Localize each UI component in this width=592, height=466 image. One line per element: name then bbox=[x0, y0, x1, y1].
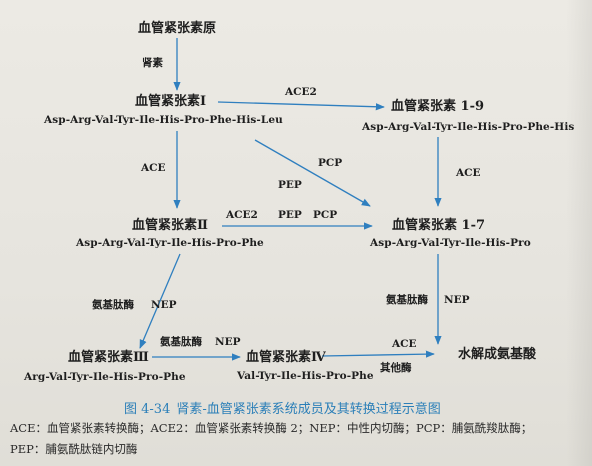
label-nep-bottom: NEP bbox=[444, 294, 470, 306]
node-ang1-7-sequence: Asp-Arg-Val-Tyr-Ile-His-Pro bbox=[370, 237, 531, 249]
legend-line-2: PEP：脯氨酰肽链内切酶 bbox=[10, 442, 138, 456]
node-amino-acids: 水解成氨基酸 bbox=[458, 347, 537, 362]
node-ang1-9-title: 血管紧张素 1-9 bbox=[391, 99, 485, 114]
node-ang3-title: 血管紧张素Ⅲ bbox=[68, 350, 149, 365]
arrow-ang1-to-ang1-9 bbox=[217, 101, 385, 111]
node-ang3-sequence: Arg-Val-Tyr-Ile-His-Pro-Phe bbox=[24, 371, 186, 383]
figure-number: 图 4-34 bbox=[124, 402, 171, 417]
node-ang1-9-sequence: Asp-Arg-Val-Tyr-Ile-His-Pro-Phe-His bbox=[362, 121, 575, 133]
label-renin: 肾素 bbox=[142, 57, 163, 69]
label-nep-right: NEP bbox=[215, 336, 241, 348]
label-ace2-top: ACE2 bbox=[285, 86, 317, 98]
node-ang1-7-title: 血管紧张素 1-7 bbox=[392, 218, 486, 233]
label-pep-mid: PEP bbox=[278, 209, 302, 221]
page-edge-shadow bbox=[566, 0, 592, 466]
figure-caption: 图 4-34 肾素-血管紧张素系统成员及其转换过程示意图 bbox=[124, 398, 441, 417]
label-pcp-mid: PCP bbox=[313, 209, 338, 221]
label-aminopeptidase-right: 氨基肽酶 bbox=[160, 336, 202, 348]
label-aminopeptidase-left: 氨基肽酶 bbox=[92, 299, 134, 311]
node-ang4-sequence: Val-Tyr-Ile-His-Pro-Phe bbox=[237, 370, 374, 382]
label-ace2-mid: ACE2 bbox=[226, 209, 258, 221]
label-aminopeptidase-bottom: 氨基肽酶 bbox=[386, 294, 428, 306]
figure-title: 肾素-血管紧张素系统成员及其转换过程示意图 bbox=[176, 402, 441, 417]
arrow-ang1-to-ang1-7 bbox=[254, 139, 371, 207]
label-pcp-diag: PCP bbox=[318, 157, 343, 169]
legend-line-1: ACE：血管紧张素转换酶；ACE2：血管紧张素转换酶 2；NEP：中性内切酶；P… bbox=[10, 421, 533, 435]
node-ang2-sequence: Asp-Arg-Val-Tyr-Ile-His-Pro-Phe bbox=[76, 237, 264, 249]
label-ace-right: ACE bbox=[456, 167, 481, 179]
label-ace-left: ACE bbox=[141, 162, 166, 174]
node-ang1-sequence: Asp-Arg-Val-Tyr-Ile-His-Pro-Phe-His-Leu bbox=[44, 114, 283, 126]
node-ang2-title: 血管紧张素Ⅱ bbox=[132, 218, 208, 233]
arrow-ang4-to-amino-acids bbox=[321, 350, 435, 358]
node-angiotensinogen: 血管紧张素原 bbox=[138, 21, 217, 36]
node-ang1-title: 血管紧张素Ⅰ bbox=[135, 94, 207, 109]
label-other-enzymes: 其他酶 bbox=[380, 362, 412, 374]
arrow-ang2-to-ang3 bbox=[139, 253, 181, 349]
node-ang4-title: 血管紧张素Ⅳ bbox=[246, 350, 326, 365]
label-nep-left: NEP bbox=[151, 299, 177, 311]
label-pep-diag: PEP bbox=[278, 179, 302, 191]
label-ace-bottom: ACE bbox=[392, 338, 417, 350]
